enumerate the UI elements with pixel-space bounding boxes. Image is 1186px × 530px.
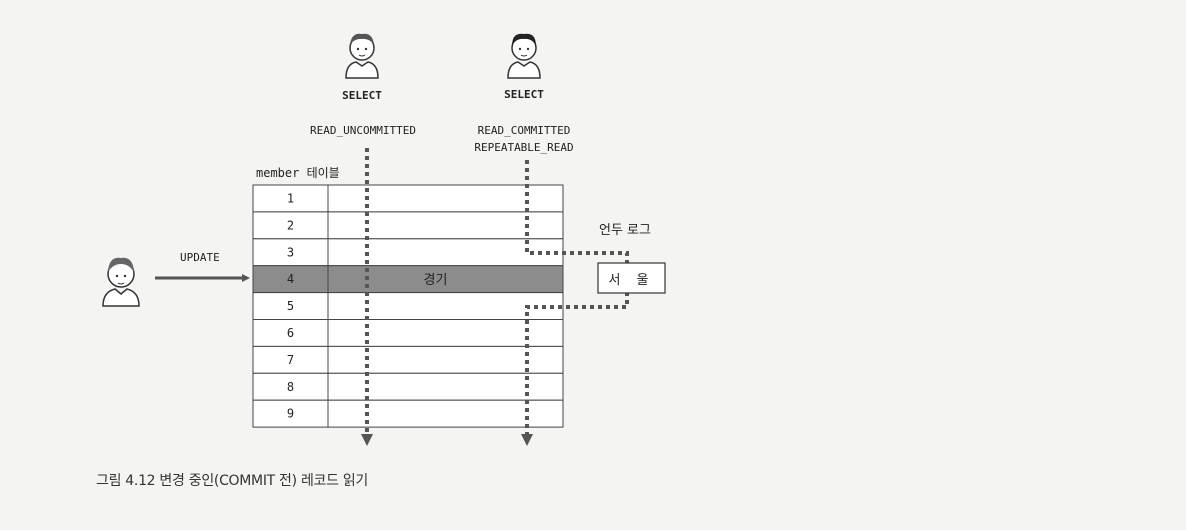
row-value-cell [327, 292, 564, 321]
table-row: 1 [252, 184, 564, 213]
row-id-cell [252, 399, 329, 428]
row-value-text: 경기 [424, 273, 448, 288]
table-row: 6 [252, 319, 564, 347]
table-title: member 테이블 [256, 166, 340, 180]
row-id-text: 6 [287, 326, 294, 340]
row-id-text: 7 [287, 353, 294, 367]
right-isolation-label-2: REPEATABLE_READ [474, 141, 574, 154]
row-id-cell [252, 292, 329, 321]
right-select-user-icon [507, 33, 541, 79]
row-id-text: 1 [287, 191, 294, 205]
update-label: UPDATE [180, 251, 220, 264]
table-row: 8 [252, 372, 564, 401]
table-row: 9 [252, 399, 564, 428]
member-table: 1 2 3 4 경기 5 6 7 8 9 [252, 184, 564, 428]
table-row: 2 [252, 211, 564, 240]
undo-log-title: 언두 로그 [599, 223, 651, 238]
row-id-text: 4 [287, 272, 294, 286]
row-id-text: 5 [287, 299, 294, 313]
row-id-text: 2 [287, 218, 294, 232]
undo-log-value: 서 울 [608, 273, 655, 288]
row-id-text: 9 [287, 407, 294, 421]
right-select-label: SELECT [504, 88, 544, 101]
table-row: 7 [252, 345, 564, 374]
right-isolation-label-1: READ_COMMITTED [477, 124, 571, 137]
row-id-text: 8 [287, 380, 294, 394]
table-row: 3 [252, 238, 564, 267]
undo-log-box [597, 262, 666, 294]
table-row: 4 경기 [252, 265, 564, 294]
row-value-cell [327, 399, 564, 428]
left-select-user-icon [345, 33, 379, 79]
table-row: 5 [252, 292, 564, 321]
row-id-text: 3 [287, 245, 294, 259]
row-value-cell [327, 184, 564, 213]
updater-user-icon [102, 257, 140, 307]
left-isolation-label: READ_UNCOMMITTED [310, 124, 416, 137]
figure-caption: 그림 4.12 변경 중인(COMMIT 전) 레코드 읽기 [96, 473, 368, 489]
left-select-label: SELECT [342, 89, 382, 102]
row-value-cell [327, 372, 564, 401]
